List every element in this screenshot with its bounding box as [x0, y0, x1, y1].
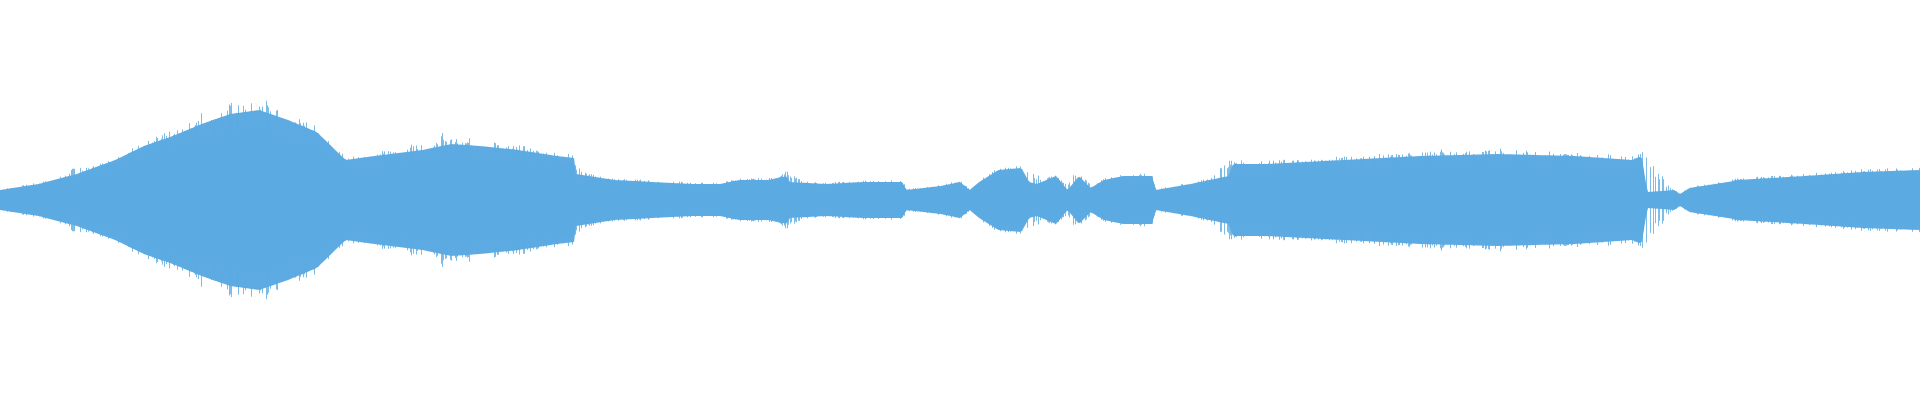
waveform-fill: [0, 110, 1920, 290]
waveform-sample-lines: [0, 100, 1920, 300]
